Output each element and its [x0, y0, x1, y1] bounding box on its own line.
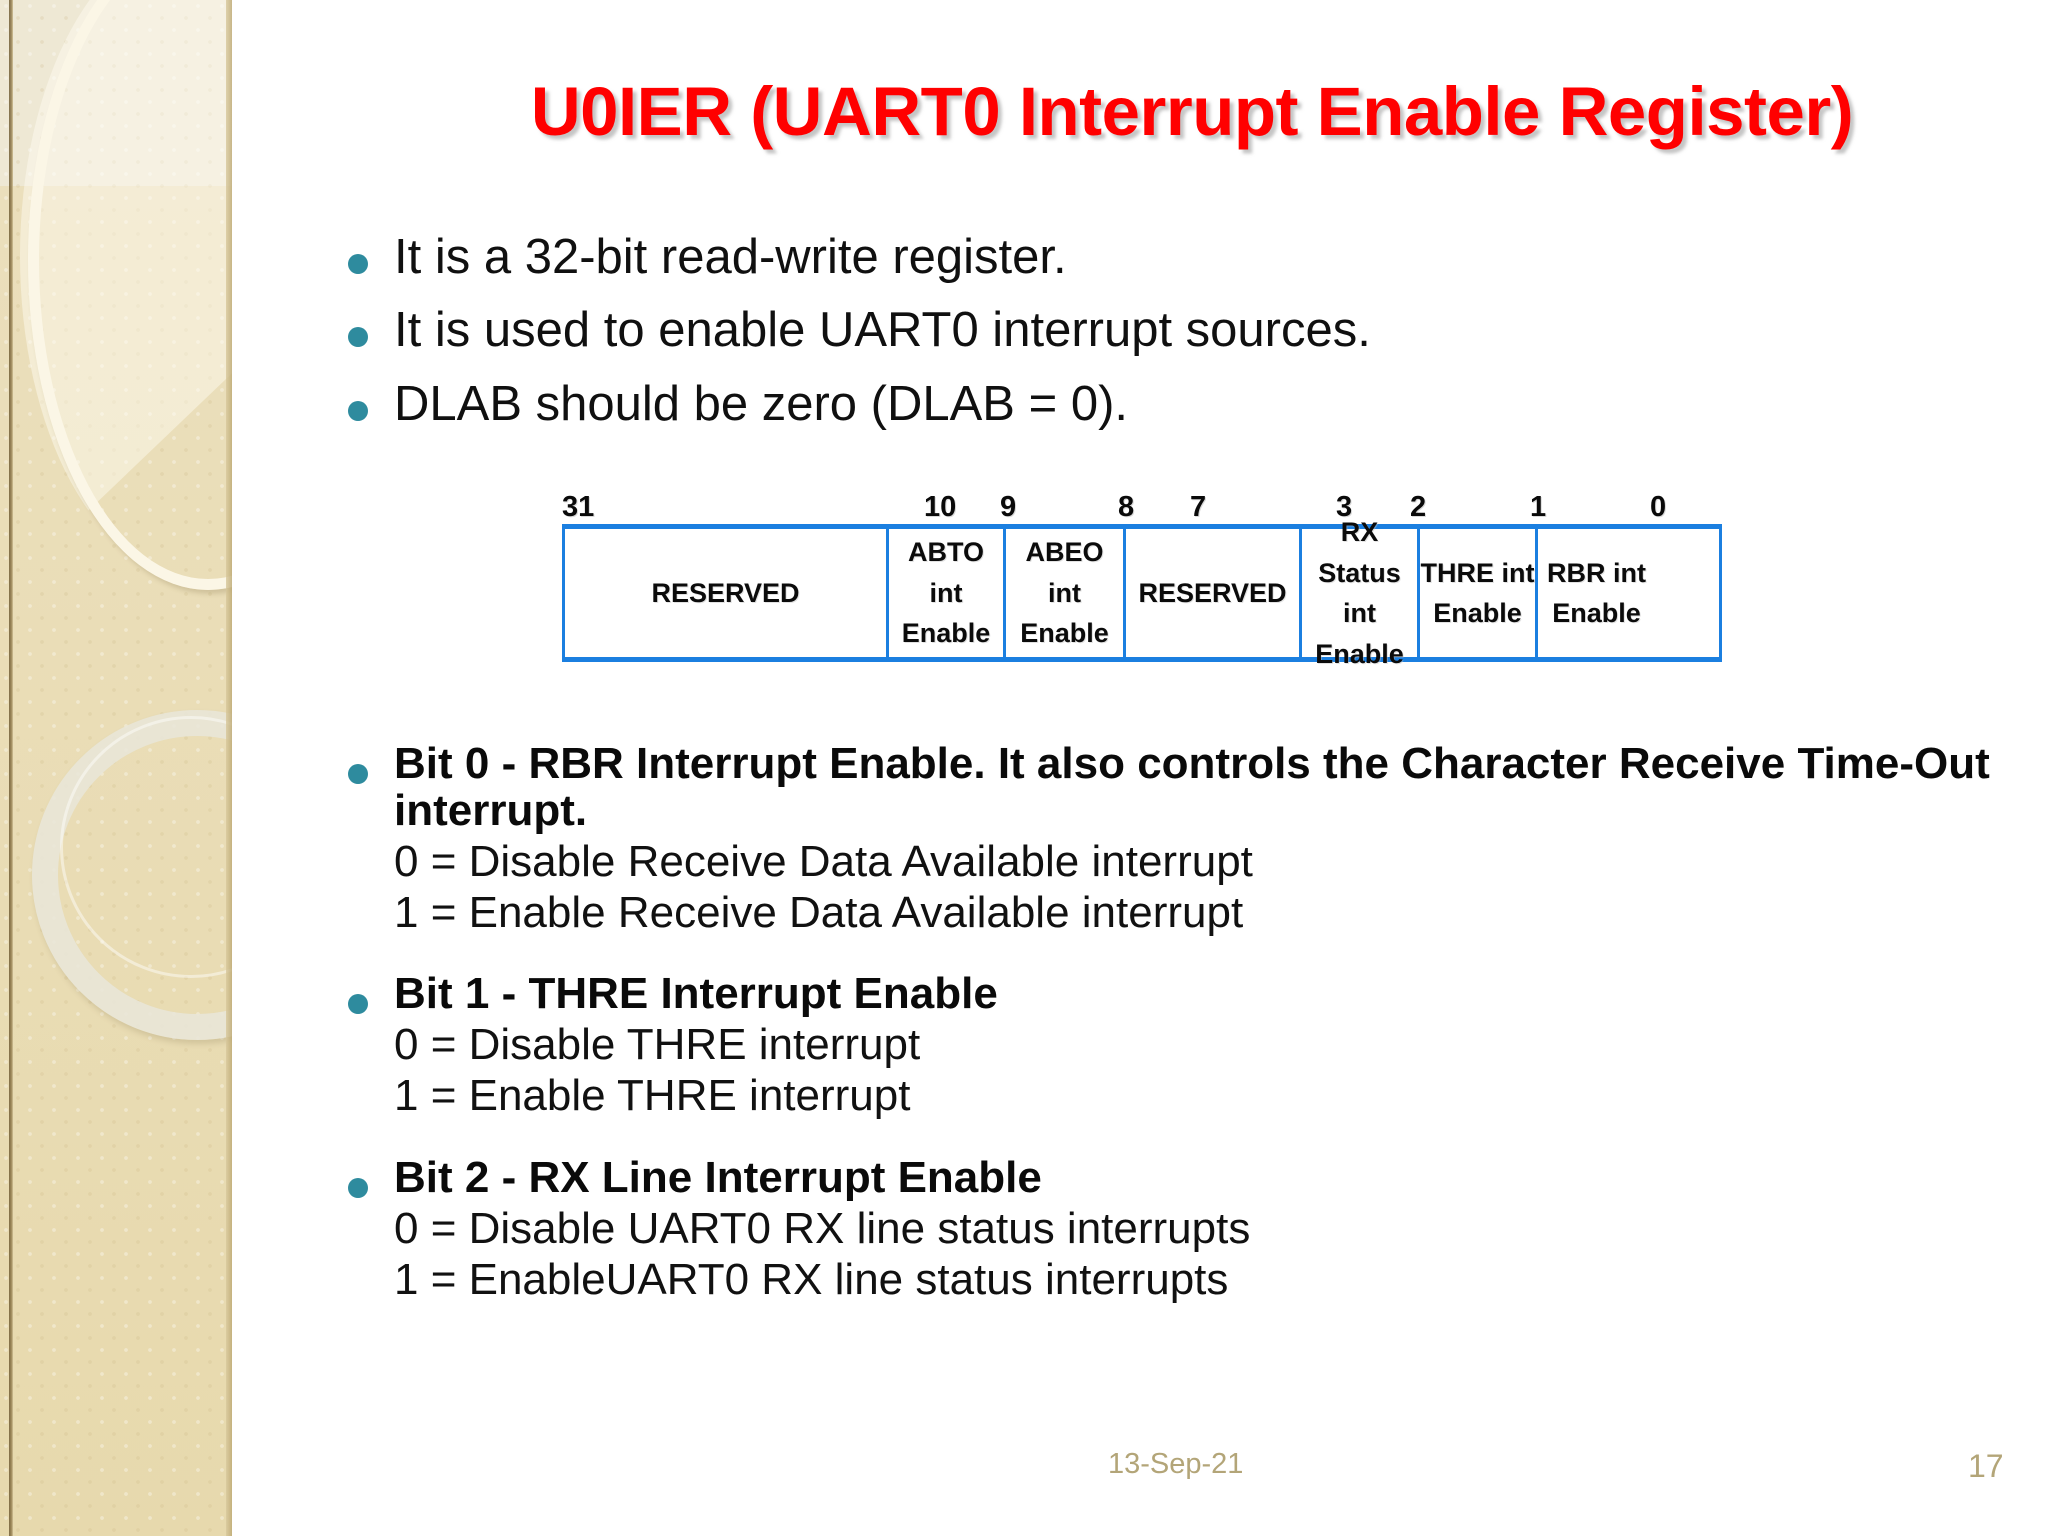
bit-detail-option-0: 0 = Disable Receive Data Available inter…	[394, 837, 1253, 887]
bit-label-31: 31	[562, 491, 595, 523]
bit-detail-option-0: 0 = Disable UART0 RX line status interru…	[394, 1203, 1251, 1253]
bit-detail-option-1: 1 = EnableUART0 RX line status interrupt…	[394, 1254, 1229, 1304]
bullet-dot-icon	[348, 1177, 368, 1198]
bit-detail-block-0: Bit 0 - RBR Interrupt Enable. It also co…	[394, 740, 2048, 936]
bit-detail-heading: Bit 2 - RX Line Interrupt Enable	[394, 1152, 1042, 1202]
list-item: It is used to enable UART0 interrupt sou…	[348, 303, 2008, 358]
bit-detail-option-0: 0 = Disable THRE interrupt	[394, 1020, 921, 1070]
bullet-dot-icon	[348, 327, 368, 348]
register-field-rbr-int-enable: RBR int Enable	[1538, 529, 1655, 657]
page-title: U0IER (UART0 Interrupt Enable Register)	[530, 73, 1854, 150]
list-item: Bit 1 - THRE Interrupt Enable 0 = Disabl…	[348, 970, 2048, 1120]
bit-label-10: 10	[924, 491, 957, 523]
bit-label-1: 1	[1530, 491, 1547, 523]
bit-detail-block-2: Bit 2 - RX Line Interrupt Enable 0 = Dis…	[394, 1152, 2048, 1304]
register-field-reserved-hi: RESERVED	[565, 529, 889, 657]
register-field-label: RBR int Enable	[1547, 557, 1646, 629]
register-field-table: RESERVED ABTO int Enable ABEO int Enable…	[562, 517, 1722, 669]
sidebar-left-edge-line	[9, 0, 13, 1536]
bullet-dot-icon	[348, 400, 368, 421]
bit-label-9: 9	[1000, 491, 1017, 523]
slide-decorative-sidebar	[0, 0, 232, 1536]
bit-label-2: 2	[1410, 491, 1427, 523]
register-field-abeo-int-enable: ABEO int Enable	[1006, 529, 1126, 657]
bit-label-8: 8	[1118, 491, 1135, 523]
register-field-label: RX Status int Enable	[1315, 517, 1404, 669]
bit-label-0: 0	[1650, 491, 1667, 523]
list-item: It is a 32-bit read-write register.	[348, 230, 2008, 284]
footer-date: 13-Sep-21	[1108, 1448, 1244, 1480]
list-item: DLAB should be zero (DLAB = 0).	[348, 376, 2008, 431]
bit-detail-option-1: 1 = Enable THRE interrupt	[394, 1071, 911, 1121]
list-item: Bit 2 - RX Line Interrupt Enable 0 = Dis…	[348, 1152, 2048, 1304]
bit-detail-heading: Bit 1 - THRE Interrupt Enable	[394, 969, 998, 1019]
register-field-rx-status-int-enable: RX Status int Enable	[1302, 517, 1420, 669]
bit-label-7: 7	[1190, 491, 1207, 523]
bullet-dot-icon	[348, 994, 368, 1015]
bit-details-list: Bit 0 - RBR Interrupt Enable. It also co…	[348, 740, 2048, 1337]
register-field-reserved-lo: RESERVED	[1126, 529, 1302, 657]
register-field-label: RESERVED	[1138, 577, 1287, 608]
sidebar-right-edge-line	[226, 0, 232, 1536]
register-field-thre-int-enable: THRE int Enable	[1420, 529, 1538, 657]
bit-detail-heading: Bit 0 - RBR Interrupt Enable. It also co…	[394, 739, 1990, 836]
register-field-abto-int-enable: ABTO int Enable	[889, 529, 1006, 657]
bit-number-row: 31 10 9 8 7 3 2 1 0	[562, 490, 1722, 524]
bullet-dot-icon	[348, 764, 368, 784]
footer-page-number: 17	[1968, 1448, 2004, 1484]
bit-detail-block-1: Bit 1 - THRE Interrupt Enable 0 = Disabl…	[394, 970, 2048, 1119]
list-item: Bit 0 - RBR Interrupt Enable. It also co…	[348, 740, 2048, 936]
intro-bullet-text: DLAB should be zero (DLAB = 0).	[394, 376, 1129, 431]
bit-detail-option-1: 1 = Enable Receive Data Available interr…	[394, 888, 1244, 938]
intro-bullet-text: It is a 32-bit read-write register.	[394, 230, 1067, 284]
bit-label-3: 3	[1336, 491, 1353, 523]
register-bitfield-diagram: 31 10 9 8 7 3 2 1 0 RESERVED ABTO int En…	[562, 490, 1722, 669]
slide-content-area: U0IER (UART0 Interrupt Enable Register) …	[232, 0, 2048, 1536]
register-field-label: RESERVED	[651, 577, 800, 608]
register-field-label: ABEO int Enable	[1020, 537, 1109, 649]
bullet-dot-icon	[348, 254, 368, 274]
register-field-label: ABTO int Enable	[901, 537, 991, 649]
intro-bullet-list: It is a 32-bit read-write register. It i…	[348, 230, 2008, 452]
intro-bullet-text: It is used to enable UART0 interrupt sou…	[394, 303, 1371, 358]
register-field-label: THRE int Enable	[1420, 557, 1535, 629]
